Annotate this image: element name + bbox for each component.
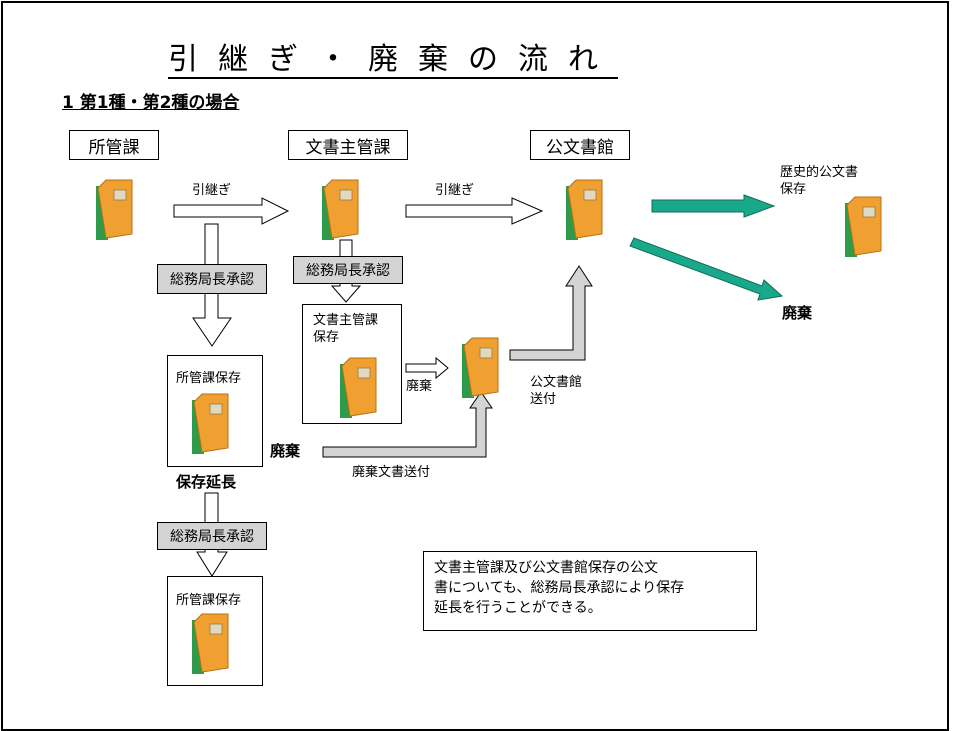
label-haiki-bunsho-soufu: 廃棄文書送付 [352, 465, 431, 480]
header-bunsho-label: 文書主管課 [305, 137, 391, 158]
label-haiki-right: 廃棄 [782, 304, 813, 322]
header-bunsho: 文書主管課 [288, 130, 408, 160]
label-bunsho-hozon: 文書主管課 保存 [313, 313, 379, 345]
label-rekishi: 歴史的公文書 保存 [780, 165, 859, 197]
label-haiki-left: 廃棄 [270, 442, 301, 460]
arrow-haiki-bunsho-soufu [322, 391, 493, 458]
arrow-teal-rekishi [651, 194, 776, 218]
approval-box-2: 総務局長承認 [293, 256, 403, 284]
book-icon-shokanka [96, 179, 133, 240]
book-icon-kobunshokan [566, 179, 603, 240]
approval-box-1: 総務局長承認 [157, 264, 267, 294]
header-kobunshokan-label: 公文書館 [546, 137, 614, 158]
arrow-haiki-small [405, 356, 449, 380]
section-subtitle: 1 第1種・第2種の場合 [62, 93, 240, 113]
note-line-3: 延長を行うことができる。 [434, 600, 602, 616]
book-icon-rekishi [845, 196, 882, 257]
approval-label-3: 総務局長承認 [170, 529, 254, 545]
book-icon-haiki-center [462, 337, 499, 398]
header-shokanka: 所管課 [69, 130, 159, 160]
book-icon-shokanka-hozon-2 [192, 613, 229, 674]
label-shokanka-hozon-2: 所管課保存 [176, 593, 242, 608]
arrow-hikitsugi-1 [173, 197, 290, 225]
approval-label-1: 総務局長承認 [170, 272, 254, 288]
label-shokanka-hozon-1: 所管課保存 [176, 371, 242, 386]
label-haiki-small: 廃棄 [406, 379, 433, 394]
arrow-teal-haiki [629, 237, 784, 301]
label-hozon-encho: 保存延長 [176, 473, 237, 491]
header-shokanka-label: 所管課 [88, 137, 140, 158]
book-icon-shokanka-hozon-1 [192, 393, 229, 454]
label-hikitsugi-2: 引継ぎ [435, 183, 475, 198]
note-box: 文書主管課及び公文書館保存の公文 書についても、総務局長承認により保存 延長を行… [423, 551, 757, 631]
note-line-2: 書についても、総務局長承認により保存 [434, 580, 685, 596]
arrow-kobunshokan-soufu [509, 265, 593, 361]
label-hikitsugi-1: 引継ぎ [192, 183, 232, 198]
arrow-hikitsugi-2 [405, 197, 544, 225]
label-kobunshokan-soufu: 公文書館 送付 [530, 375, 583, 407]
book-icon-bunsho [322, 179, 359, 240]
approval-label-2: 総務局長承認 [306, 263, 390, 279]
header-kobunshokan: 公文書館 [530, 130, 630, 160]
book-icon-bunsho-hozon [340, 357, 377, 418]
note-line-1: 文書主管課及び公文書館保存の公文 [434, 560, 658, 576]
approval-box-3: 総務局長承認 [157, 522, 267, 550]
